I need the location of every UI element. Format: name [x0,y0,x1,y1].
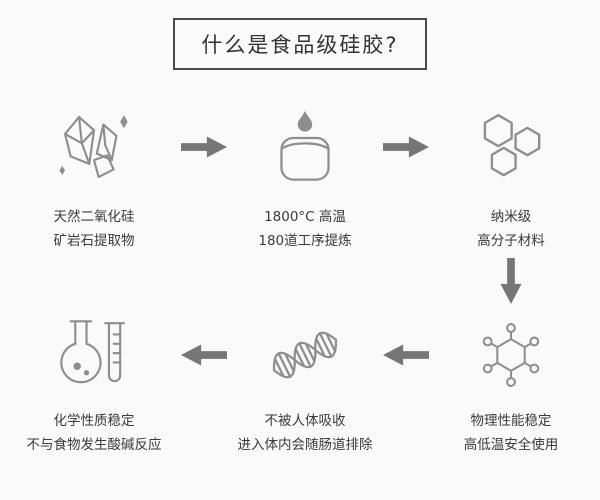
arrow-left-icon [380,308,432,403]
page-title: 什么是食品级硅胶? [173,18,427,70]
step-label-line1: 化学性质稳定 [53,412,135,429]
step-label: 天然二氧化硅 矿岩石提取物 [54,205,135,254]
pot-icon [267,94,343,199]
step-label: 1800°C 高温 180道工序提炼 [258,205,351,254]
step-label-line2: 高低温安全使用 [463,436,559,453]
flask-icon [48,308,140,403]
molecule-icon [470,308,552,403]
step-nano: 纳米级 高分子材料 [432,94,590,254]
step-label-line2: 进入体内会随肠道排除 [237,436,373,453]
arrow-right-icon [380,94,432,199]
step-chemical: 化学性质稳定 不与食物发生酸碱反应 [10,308,178,458]
header: 什么是食品级硅胶? [0,0,600,70]
arrow-down-icon [432,254,590,308]
step-label-line1: 天然二氧化硅 [53,209,135,225]
step-physical: 物理性能稳定 高低温安全使用 [432,308,590,458]
step-mineral: 天然二氧化硅 矿岩石提取物 [10,94,178,254]
step-label: 纳米级 高分子材料 [477,205,545,254]
step-label: 物理性能稳定 高低温安全使用 [464,409,559,458]
step-label-line1: 1800°C 高温 [264,209,346,225]
hexagons-icon [471,94,551,199]
step-label: 不被人体吸收 进入体内会随肠道排除 [238,409,373,458]
step-absorb: 不被人体吸收 进入体内会随肠道排除 [230,308,380,458]
step-label-line2: 高分子材料 [477,233,545,250]
step-label: 化学性质稳定 不与食物发生酸碱反应 [27,409,162,458]
step-label-line1: 纳米级 [490,209,532,225]
step-refine: 1800°C 高温 180道工序提炼 [230,94,380,254]
arrow-right-icon [178,94,230,199]
dna-icon [257,308,353,403]
flow-diagram: 天然二氧化硅 矿岩石提取物 1800°C 高温 180道工序提炼 [0,94,600,457]
step-label-line2: 180道工序提炼 [258,233,352,250]
crystal-icon [51,94,137,199]
step-label-line1: 物理性能稳定 [470,412,552,429]
step-label-line2: 不与食物发生酸碱反应 [26,436,162,453]
step-label-line1: 不被人体吸收 [264,412,346,429]
step-label-line2: 矿岩石提取物 [53,233,135,250]
arrow-left-icon [178,308,230,403]
